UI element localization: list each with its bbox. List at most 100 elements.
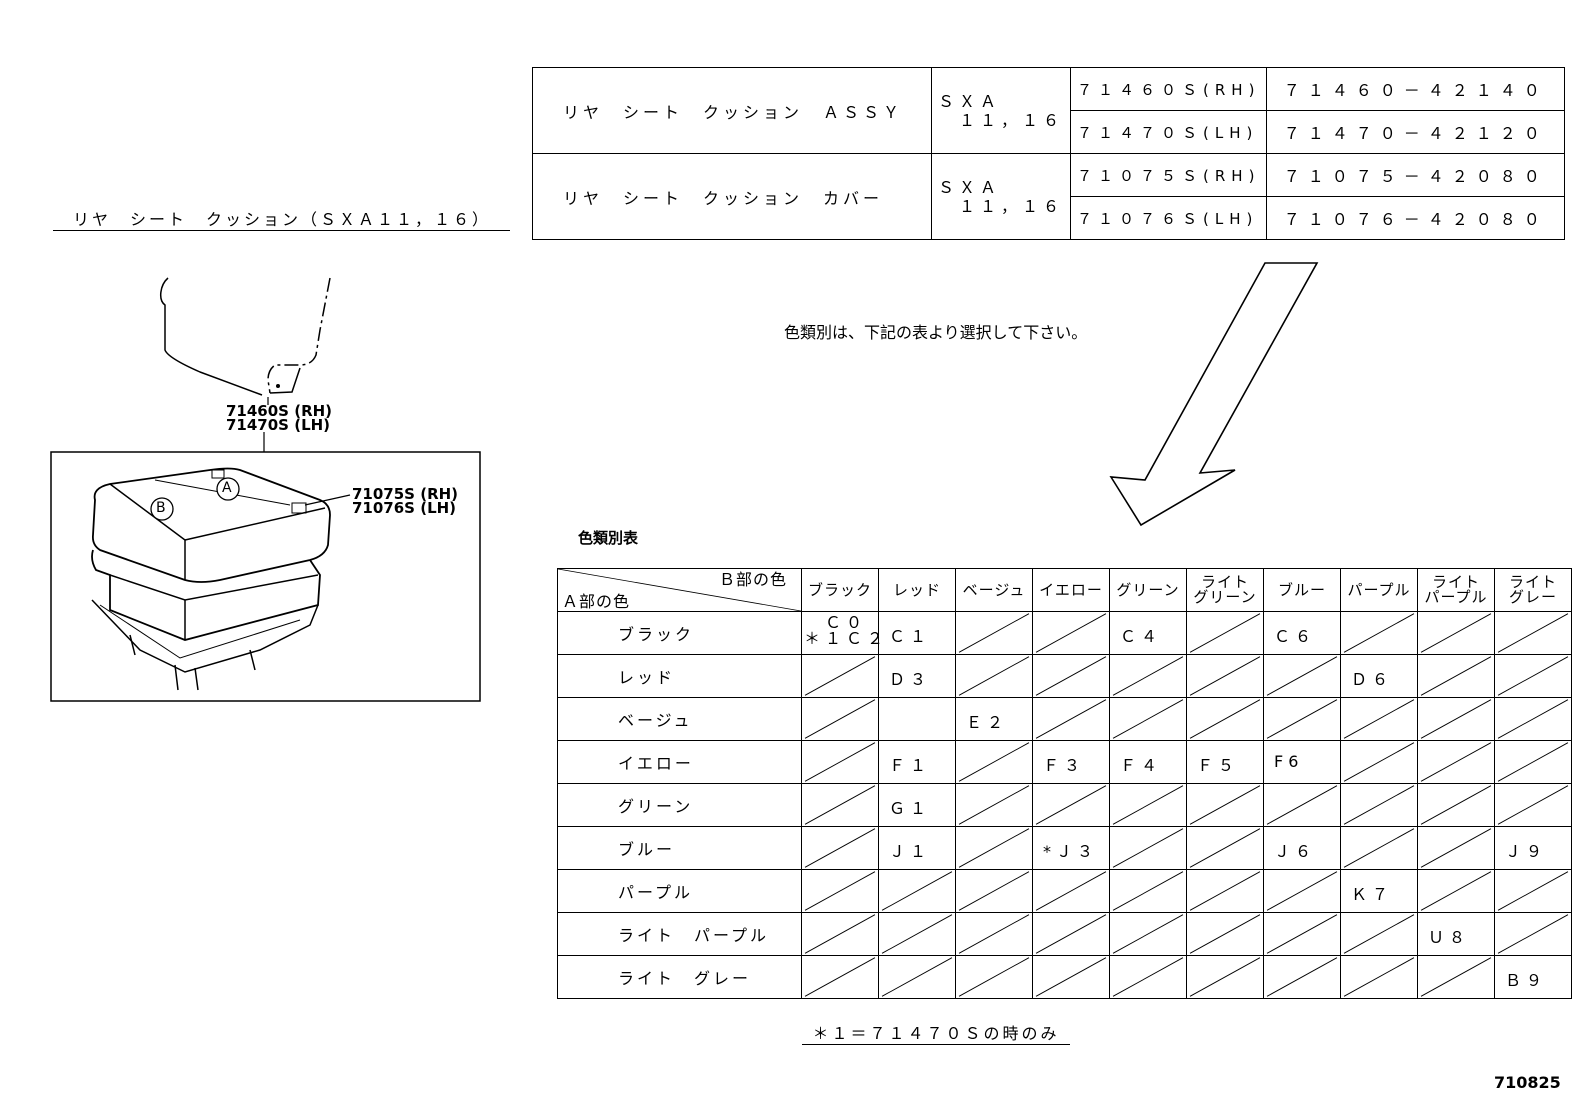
callout-cushion-lh: 71470S (LH) <box>226 416 331 434</box>
column-header: レッド <box>878 568 956 612</box>
not-applicable-slash <box>802 956 878 998</box>
color-cell <box>801 783 879 827</box>
color-cell <box>1263 697 1341 741</box>
footnote-text: ＊１＝７１４７０Ｓの時のみ <box>812 1024 1060 1043</box>
color-cell <box>1109 912 1187 956</box>
not-applicable-slash <box>1418 956 1494 998</box>
color-cell <box>1417 869 1495 913</box>
color-cell <box>1417 654 1495 698</box>
color-code: Ｊ６ <box>1274 842 1317 861</box>
not-applicable-slash <box>879 956 955 998</box>
color-cell: Ｆ３ <box>1032 740 1110 784</box>
row-header: ブラック <box>557 611 802 655</box>
not-applicable-slash <box>1418 698 1494 740</box>
not-applicable-slash <box>1187 956 1263 998</box>
color-cell <box>1340 826 1418 870</box>
corner-cell: Ｂ部の色 Ａ部の色 <box>557 568 802 612</box>
color-cell <box>878 697 956 741</box>
color-cell <box>1186 955 1264 999</box>
color-cell: Ｊ９ <box>1494 826 1572 870</box>
part-ref-number: ７１４７０Ｓ(LH) <box>1070 110 1268 154</box>
color-cell: Ｆ４ <box>1109 740 1187 784</box>
color-code: Ｆ５ <box>1197 756 1240 775</box>
color-cell <box>801 826 879 870</box>
color-cell: Ｆ１ <box>878 740 956 784</box>
color-cell <box>1494 654 1572 698</box>
not-applicable-slash <box>802 698 878 740</box>
not-applicable-slash <box>956 612 1032 654</box>
color-cell <box>955 955 1033 999</box>
not-applicable-slash <box>1187 827 1263 869</box>
color-cell <box>1109 869 1187 913</box>
not-applicable-slash <box>1264 784 1340 826</box>
callout-cover: 71075S (RH) 71076S (LH) <box>352 487 458 516</box>
color-code: Ｃ０ ＊１Ｃ２ <box>804 613 889 648</box>
column-header: ベージュ <box>955 568 1033 612</box>
not-applicable-slash <box>802 741 878 783</box>
not-applicable-slash <box>1187 698 1263 740</box>
column-header: イエロー <box>1032 568 1110 612</box>
callout-cushion: 71460S (RH) 71470S (LH) <box>226 404 332 434</box>
not-applicable-slash <box>1264 698 1340 740</box>
not-applicable-slash <box>1341 741 1417 783</box>
color-code: Ｅ２ <box>966 713 1009 732</box>
color-code: Ｊ１ <box>889 842 932 861</box>
color-cell <box>1340 611 1418 655</box>
color-cell <box>955 783 1033 827</box>
not-applicable-slash <box>1110 956 1186 998</box>
not-applicable-slash <box>802 913 878 955</box>
not-applicable-slash <box>879 913 955 955</box>
row-header: ライト パープル <box>557 912 802 956</box>
not-applicable-slash <box>1495 698 1571 740</box>
seat-cushion-illustration <box>50 277 481 702</box>
color-cell <box>1186 611 1264 655</box>
not-applicable-slash <box>1341 827 1417 869</box>
color-cell <box>1494 697 1572 741</box>
color-cell <box>801 869 879 913</box>
row-header: イエロー <box>557 740 802 784</box>
not-applicable-slash <box>1110 698 1186 740</box>
not-applicable-slash <box>1341 913 1417 955</box>
part-number: ７１４６０－４２１４０ <box>1266 67 1565 111</box>
not-applicable-slash <box>1187 913 1263 955</box>
not-applicable-slash <box>1110 870 1186 912</box>
color-cell <box>878 869 956 913</box>
not-applicable-slash <box>1264 956 1340 998</box>
not-applicable-slash <box>802 784 878 826</box>
not-applicable-slash <box>1033 784 1109 826</box>
footnote: ＊１＝７１４７０Ｓの時のみ <box>802 1020 1070 1045</box>
color-cell <box>955 740 1033 784</box>
not-applicable-slash <box>1495 784 1571 826</box>
color-cell <box>1340 740 1418 784</box>
not-applicable-slash <box>1033 698 1109 740</box>
color-cell: Ｃ４ <box>1109 611 1187 655</box>
not-applicable-slash <box>879 870 955 912</box>
color-cell: Ｅ２ <box>955 697 1033 741</box>
not-applicable-slash <box>1341 612 1417 654</box>
color-cell <box>801 740 879 784</box>
color-cell <box>955 869 1033 913</box>
not-applicable-slash <box>1341 784 1417 826</box>
row-header: ブルー <box>557 826 802 870</box>
part-name: リヤ シート クッション ＡＳＳＹ <box>532 67 932 154</box>
color-cell <box>1032 611 1110 655</box>
not-applicable-slash <box>802 827 878 869</box>
not-applicable-slash <box>1033 612 1109 654</box>
color-cell <box>1340 955 1418 999</box>
color-cell <box>1417 697 1495 741</box>
color-cell: *Ｊ３ <box>1032 826 1110 870</box>
color-cell <box>801 697 879 741</box>
not-applicable-slash <box>1264 655 1340 697</box>
part-number: ７１４７０－４２１２０ <box>1266 110 1565 154</box>
not-applicable-slash <box>1110 784 1186 826</box>
not-applicable-slash <box>1033 956 1109 998</box>
color-cell <box>1263 912 1341 956</box>
column-header: ライト グレー <box>1494 568 1572 612</box>
color-cell <box>955 611 1033 655</box>
not-applicable-slash <box>1264 870 1340 912</box>
